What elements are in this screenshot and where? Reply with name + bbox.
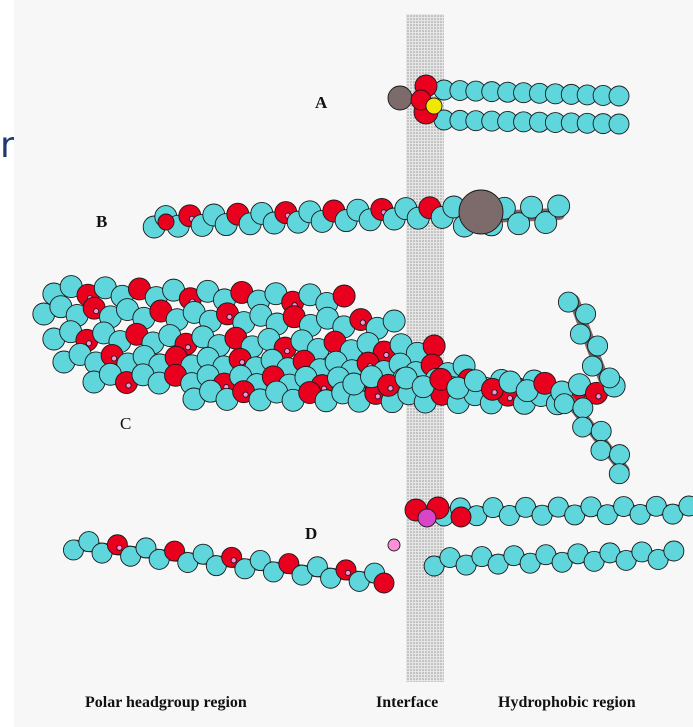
molecule-label-a: A xyxy=(315,93,327,113)
carbon-atom xyxy=(576,304,596,324)
hydroxyl-hydrogen xyxy=(507,396,512,401)
hydroxyl-hydrogen xyxy=(596,394,601,399)
hydroxyl-hydrogen xyxy=(375,394,380,399)
mol-b-ring xyxy=(459,190,503,234)
hydroxyl-hydrogen xyxy=(345,570,350,575)
carbon-atom xyxy=(548,195,570,217)
molecule-label-d: D xyxy=(305,524,317,544)
hydroxyl-hydrogen xyxy=(240,360,245,365)
carbon-atom xyxy=(664,541,684,561)
carbon-atom xyxy=(383,310,405,332)
oxygen-atom xyxy=(423,335,445,357)
carbon-atom xyxy=(588,336,608,356)
hydroxyl-hydrogen xyxy=(388,386,393,391)
hydroxyl-hydrogen xyxy=(94,309,99,314)
region-label-hydrophobic: Hydrophobic region xyxy=(498,694,636,712)
hydroxyl-hydrogen xyxy=(243,392,248,397)
hydroxyl-hydrogen xyxy=(492,390,497,395)
carbon-atom xyxy=(609,464,629,484)
hydroxyl-hydrogen xyxy=(231,558,236,563)
hydroxyl-hydrogen xyxy=(384,352,389,357)
carbon-atom xyxy=(554,394,574,414)
hydroxyl-hydrogen xyxy=(112,356,117,361)
diagram-canvas xyxy=(14,0,693,727)
carbon-atom xyxy=(573,398,593,418)
hydroxyl-hydrogen xyxy=(126,383,131,388)
carbon-atom xyxy=(609,86,629,106)
molecule-label-b: B xyxy=(96,212,107,232)
hydroxyl-hydrogen xyxy=(360,320,365,325)
mol-a-sulfur xyxy=(426,98,442,114)
hydroxyl-hydrogen xyxy=(86,341,91,346)
carbon-atom xyxy=(570,324,590,344)
mol-d-oxygen xyxy=(451,507,471,527)
mol-b-oxygen xyxy=(158,214,174,230)
carbon-atom xyxy=(591,440,611,460)
carbon-atom xyxy=(610,445,630,465)
carbon-atom xyxy=(609,114,629,134)
mol-d-phosphorus xyxy=(418,509,436,527)
carbon-atom xyxy=(600,368,620,388)
region-label-polar: Polar headgroup region xyxy=(85,694,247,712)
molecular-diagram: A B C D Polar headgroup region Interface… xyxy=(14,0,693,727)
hydroxyl-hydrogen xyxy=(185,345,190,350)
oxygen-atom xyxy=(333,285,355,307)
mol-d-hydrogen xyxy=(388,539,400,551)
carbon-atom xyxy=(591,421,611,441)
mol-a-carbon-dark xyxy=(388,86,412,110)
carbon-atom xyxy=(582,356,602,376)
region-label-interface: Interface xyxy=(376,694,438,712)
hydroxyl-hydrogen xyxy=(285,349,290,354)
carbon-atom xyxy=(573,417,593,437)
atoms-layer xyxy=(33,75,693,593)
hydroxyl-hydrogen xyxy=(117,545,122,550)
carbon-atom xyxy=(558,292,578,312)
hydroxyl-hydrogen xyxy=(227,314,232,319)
mol-d-oxygen xyxy=(374,573,394,593)
molecule-label-c: C xyxy=(120,414,131,434)
